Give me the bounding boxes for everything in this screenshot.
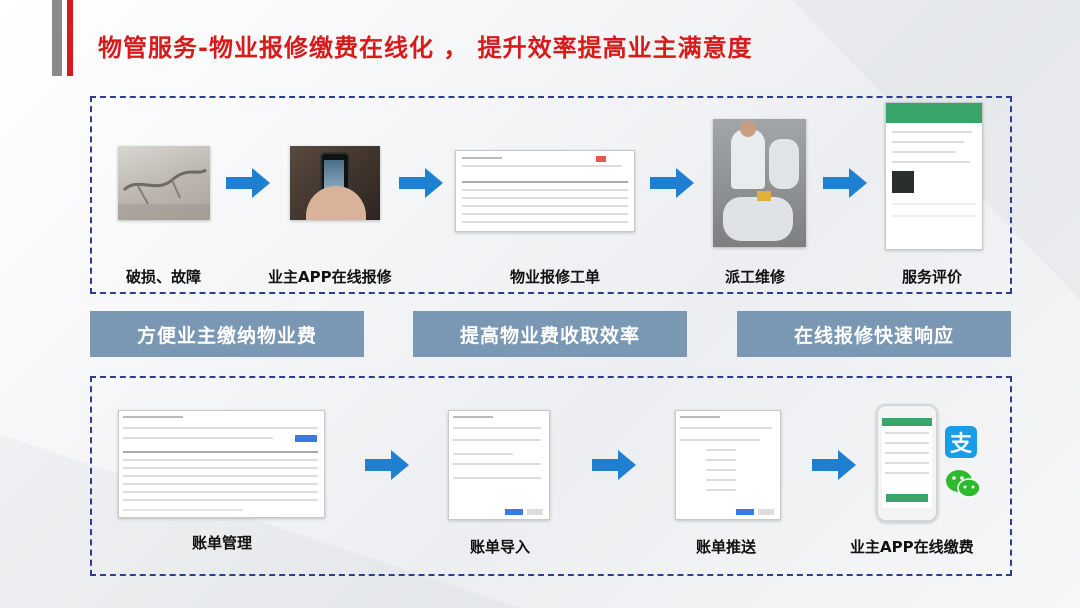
arrow-right-icon [812, 450, 856, 480]
cancel-button-mini [527, 509, 543, 515]
step-caption: 服务评价 [902, 266, 962, 287]
phone-app-photo [290, 146, 380, 220]
arrow-right-icon [226, 168, 270, 198]
worker-figure [769, 139, 799, 189]
damaged-ceiling-photo [118, 146, 210, 220]
step-caption: 破损、故障 [126, 266, 201, 287]
worker-figure [731, 129, 765, 189]
service-review-screenshot [885, 102, 983, 250]
worker-figure [723, 197, 793, 241]
pay-button-mini [886, 494, 928, 502]
query-button-mini [295, 435, 317, 442]
step-caption: 派工维修 [725, 266, 785, 287]
step-caption: 物业报修工单 [510, 266, 600, 287]
bill-push-dialog-screenshot [675, 410, 781, 520]
alipay-icon: 支 [945, 426, 977, 458]
phone-payment-screenshot [876, 404, 938, 522]
app-header-bar [886, 103, 982, 123]
arrow-right-icon [650, 168, 694, 198]
step-caption: 业主APP在线缴费 [850, 536, 974, 557]
search-button-mini [596, 156, 606, 162]
bill-management-screenshot [118, 410, 325, 518]
page-title: 物管服务-物业报修缴费在线化 ， 提升效率提高业主满意度 [98, 28, 753, 63]
arrow-right-icon [399, 168, 443, 198]
step-caption: 账单推送 [696, 536, 756, 557]
maintenance-workers-photo [713, 119, 806, 247]
crack-graphic [118, 146, 210, 220]
worker-head [740, 121, 756, 137]
arrow-right-icon [592, 450, 636, 480]
photo-thumbnail [892, 171, 914, 193]
benefit-banner: 在线报修快速响应 [737, 311, 1011, 357]
app-header-bar [882, 418, 932, 426]
bill-import-dialog-screenshot [448, 410, 550, 520]
hand-shape [306, 186, 366, 220]
tool-shape [757, 191, 771, 201]
header-accent-red [67, 0, 73, 76]
benefit-banner: 方便业主缴纳物业费 [90, 311, 364, 357]
step-caption: 账单导入 [470, 536, 530, 557]
arrow-right-icon [823, 168, 867, 198]
work-order-screenshot [455, 150, 635, 232]
confirm-button-mini [505, 509, 523, 515]
arrow-right-icon [365, 450, 409, 480]
cancel-button-mini [758, 509, 774, 515]
step-caption: 业主APP在线报修 [268, 266, 392, 287]
benefit-banner: 提高物业费收取效率 [413, 311, 687, 357]
header-accent-gray [52, 0, 62, 76]
confirm-button-mini [736, 509, 754, 515]
step-caption: 账单管理 [192, 532, 252, 553]
wechat-icon [945, 468, 981, 500]
